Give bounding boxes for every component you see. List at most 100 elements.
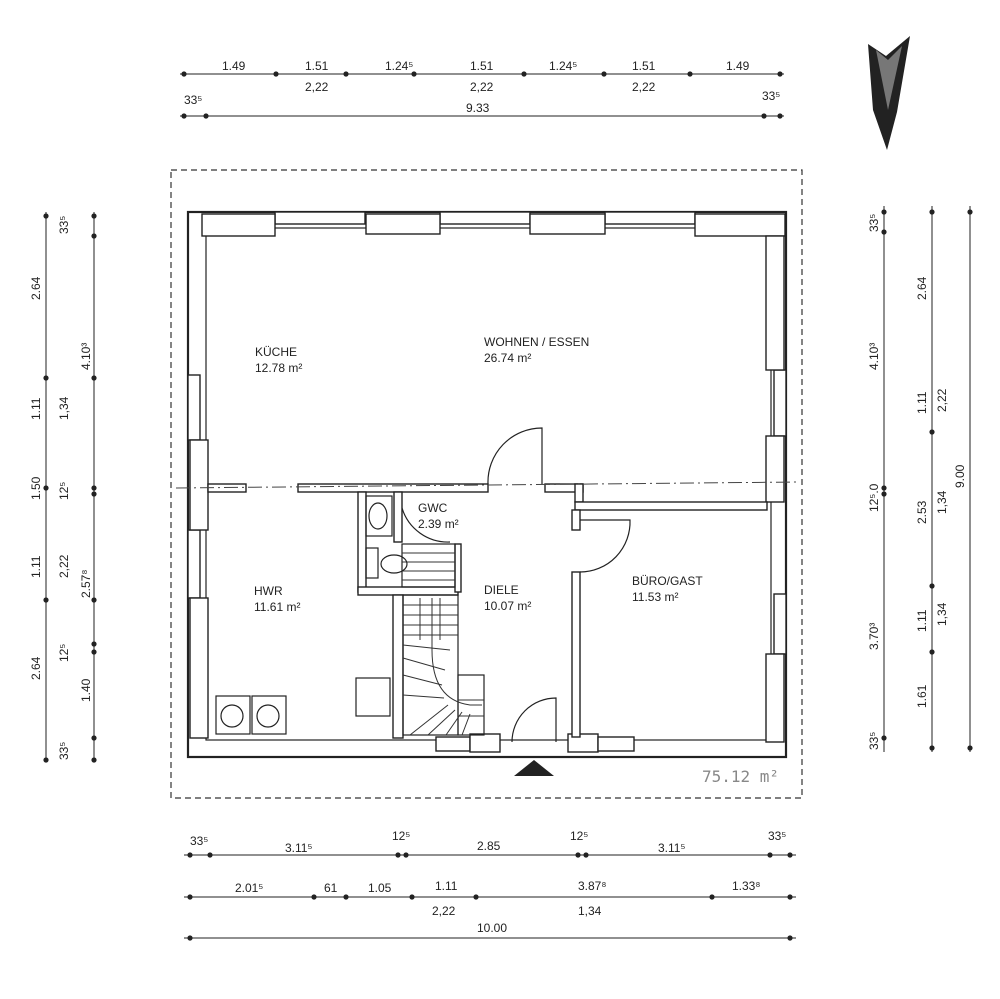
north-arrow-icon: [868, 36, 910, 150]
svg-text:1.11: 1.11: [29, 555, 43, 578]
svg-text:33⁵: 33⁵: [762, 89, 780, 103]
room-area-kueche: 12.78 m²: [255, 361, 302, 375]
dimension-tick: [43, 375, 49, 381]
svg-text:10.00: 10.00: [477, 921, 507, 935]
dimension-tick: [187, 894, 193, 900]
dimension-tick: [929, 209, 935, 215]
svg-text:1.61: 1.61: [915, 684, 929, 708]
dimension-tick: [91, 757, 97, 763]
washer-dryer: [215, 695, 287, 735]
svg-text:3.87⁸: 3.87⁸: [578, 879, 606, 893]
dims-right: 33⁵ 4.10³ 12⁵.0 3.70³ 33⁵ 2.64 1.11 2.53…: [867, 214, 967, 750]
svg-text:1.49: 1.49: [222, 59, 246, 73]
svg-text:2,22: 2,22: [57, 554, 71, 578]
dimension-tick: [409, 894, 415, 900]
svg-text:33⁵: 33⁵: [184, 93, 202, 107]
gwc-stair-hatch: [401, 543, 456, 588]
svg-text:2.64: 2.64: [29, 276, 43, 300]
dimension-tick: [521, 71, 527, 77]
svg-text:1.11: 1.11: [435, 879, 458, 893]
svg-text:61: 61: [324, 881, 338, 895]
dimension-tick: [881, 209, 887, 215]
svg-text:1.24⁵: 1.24⁵: [549, 59, 577, 73]
dimension-lines: [45, 73, 971, 939]
dimension-tick: [601, 71, 607, 77]
dimension-tick: [91, 735, 97, 741]
svg-text:2.53: 2.53: [915, 500, 929, 524]
svg-text:33⁵: 33⁵: [867, 732, 881, 750]
svg-text:2.64: 2.64: [915, 276, 929, 300]
svg-text:2,22: 2,22: [632, 80, 656, 94]
svg-text:9.00: 9.00: [953, 464, 967, 488]
dims-left: 2.64 1.11 1.50 1.11 2.64 1,34 12⁵ 2,22 1…: [29, 216, 93, 760]
dimension-tick: [203, 113, 209, 119]
svg-text:1.49: 1.49: [726, 59, 750, 73]
dimension-tick: [929, 649, 935, 655]
dimension-tick: [761, 113, 767, 119]
dimension-tick: [43, 485, 49, 491]
dimension-tick: [777, 113, 783, 119]
dimension-tick: [787, 935, 793, 941]
dimension-tick: [403, 852, 409, 858]
dimension-tick: [583, 852, 589, 858]
dimension-tick: [881, 491, 887, 497]
dims-top: 1.49 1.51 1.24⁵ 1.51 1.24⁵ 1.51 1.49 2,2…: [184, 59, 780, 115]
dimension-tick: [473, 894, 479, 900]
room-area-hwr: 11.61 m²: [254, 600, 300, 614]
svg-text:33⁵: 33⁵: [57, 742, 71, 760]
dimension-tick: [91, 375, 97, 381]
dimension-tick: [411, 71, 417, 77]
room-area-gwc: 2.39 m²: [418, 517, 459, 531]
room-area-diele: 10.07 m²: [484, 599, 531, 613]
svg-text:3.11⁵: 3.11⁵: [658, 841, 685, 855]
dims-bottom: 33⁵ 3.11⁵ 12⁵ 2.85 12⁵ 3.11⁵ 33⁵ 2.01⁵ 6…: [190, 829, 786, 935]
dimension-tick: [311, 894, 317, 900]
svg-text:12⁵: 12⁵: [57, 482, 71, 500]
svg-text:4.10³: 4.10³: [79, 343, 93, 370]
dimension-ticks: [43, 71, 973, 941]
svg-text:33⁵: 33⁵: [867, 214, 881, 232]
outer-walls: [186, 210, 788, 759]
svg-text:2.01⁵: 2.01⁵: [235, 881, 263, 895]
dimension-tick: [709, 894, 715, 900]
dimension-tick: [929, 429, 935, 435]
svg-text:1.24⁵: 1.24⁵: [385, 59, 413, 73]
dimension-tick: [187, 852, 193, 858]
svg-text:1,34: 1,34: [578, 904, 602, 918]
svg-text:4.10³: 4.10³: [867, 343, 881, 370]
dimension-tick: [91, 485, 97, 491]
dimension-tick: [687, 71, 693, 77]
svg-text:12⁵: 12⁵: [57, 644, 71, 662]
svg-text:2,22: 2,22: [432, 904, 456, 918]
staircase: [402, 594, 485, 736]
svg-text:1.40: 1.40: [79, 678, 93, 702]
svg-text:3.70³: 3.70³: [867, 623, 881, 650]
dimension-tick: [181, 71, 187, 77]
svg-text:33⁵: 33⁵: [190, 834, 208, 848]
dimension-tick: [91, 641, 97, 647]
dimension-tick: [777, 71, 783, 77]
dimension-tick: [967, 209, 973, 215]
room-name-wohnen: WOHNEN / ESSEN: [484, 335, 589, 349]
total-area: 75.12 m²: [702, 767, 779, 786]
dimension-tick: [881, 485, 887, 491]
interior-walls: [175, 481, 799, 739]
wc-fixtures: [365, 495, 408, 579]
room-name-kueche: KÜCHE: [255, 345, 297, 359]
svg-text:1.51: 1.51: [305, 59, 329, 73]
dimension-tick: [929, 583, 935, 589]
svg-text:9.33: 9.33: [466, 101, 490, 115]
svg-text:1,34: 1,34: [57, 396, 71, 420]
doors: [401, 427, 631, 743]
svg-text:1.11: 1.11: [29, 397, 43, 420]
room-name-gwc: GWC: [418, 501, 448, 515]
svg-text:2.64: 2.64: [29, 656, 43, 680]
svg-text:3.11⁵: 3.11⁵: [285, 841, 312, 855]
dimension-tick: [273, 71, 279, 77]
dimension-tick: [767, 852, 773, 858]
svg-text:2,22: 2,22: [470, 80, 494, 94]
svg-text:1,34: 1,34: [935, 490, 949, 514]
svg-text:1.11: 1.11: [915, 609, 929, 632]
utility-unit: [355, 677, 391, 717]
